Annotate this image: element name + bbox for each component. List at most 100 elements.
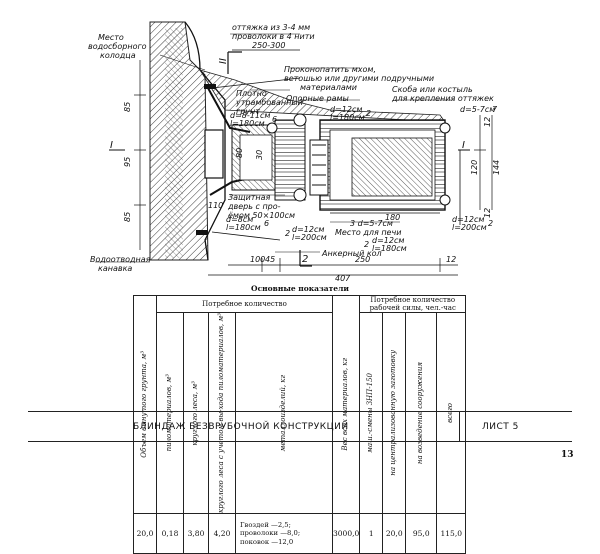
dim-250: 250 (355, 255, 370, 264)
tamped-label-3: грунт (236, 107, 260, 116)
dim-100: 100 (250, 255, 265, 264)
door-label-1: Защитная (228, 193, 271, 202)
build-value: 95,0 (405, 512, 438, 554)
dim-85-top: 85 (123, 102, 132, 112)
moss-label-2: ветошью или другими подручными (284, 74, 434, 83)
tamped-label-2: утрамбованный (235, 98, 303, 107)
well-place-label-2: водосборного (88, 42, 147, 51)
dim-250-300: 250-300 (252, 41, 285, 50)
dimension-lines (134, 49, 493, 276)
round-wood-total-header: круглого леса с учетом вы-хода пиломатер… (217, 313, 226, 513)
metal-nails: Гвоздей —2,5; (240, 520, 291, 529)
col-soil: Объем вынутого грунта, м³ (133, 295, 157, 514)
col-round-wood-total: круглого леса с учетом вы-хода пиломатер… (208, 312, 236, 514)
metal-wire: проволоки —8,0; (240, 529, 301, 538)
sheet-title: БЛИНДАЖ БЕЗВРУБОЧНОЙ КОНСТРУКЦИИ (133, 422, 349, 432)
dim-12-bottom: 12 (483, 208, 492, 218)
logs-c-d: d=5-7см (460, 105, 495, 114)
logs-c-n: 7 (492, 105, 498, 114)
entrance-frame (204, 113, 307, 202)
earth-wall (149, 21, 226, 261)
dim-12-right: 12 (446, 255, 456, 264)
machine-value: 1 (359, 512, 384, 554)
logs-e-n: 2 (285, 229, 290, 238)
logs-e-d: d=12см (292, 225, 324, 234)
tie-wires (196, 77, 301, 241)
section-marks (109, 51, 470, 267)
footer-rule-top (28, 411, 572, 412)
section-2-bottom: 2 (302, 254, 308, 265)
door-label-3: ёмом 50×100см (228, 211, 295, 220)
logs-b-l: l=180см (330, 113, 365, 122)
logs-g-d: d=12см (372, 236, 404, 245)
round-wood-header: круглого леса, м³ (191, 380, 200, 446)
col-build: на возведение сооружения (405, 312, 438, 514)
prep-value: 20,0 (382, 512, 407, 554)
sheet-number: ЛИСТ 5 (482, 422, 519, 432)
total-value: 115,0 (436, 512, 467, 554)
timber-value: 0,18 (156, 512, 184, 554)
col-weight: Вес всех материалов, кг (331, 295, 361, 514)
footer-divider (459, 411, 460, 441)
logs-h-n: 2 (488, 219, 493, 228)
col-machine: маш.-смены ЗНП-150 (359, 312, 384, 514)
dim-85-bottom: 85 (123, 212, 132, 222)
labor-header: Потребное количество рабочей силы, чел.-… (359, 295, 467, 313)
dim-95: 95 (123, 157, 132, 167)
metal-value: Гвоздей —2,5; проволоки —8,0; поковок —1… (235, 512, 333, 554)
col-metal: металлоизделий, кг (235, 312, 333, 514)
dim-144: 144 (492, 160, 501, 175)
ditch-label-1: Водоотводная (90, 255, 151, 264)
logs-d-d: d=8см (226, 215, 253, 224)
dim-407: 407 (335, 274, 351, 282)
moss-label-3: материалами (300, 83, 357, 92)
leader-lines (95, 33, 455, 263)
stove-label: Место для печи (335, 228, 401, 237)
frames-label: Опорные рамы (286, 94, 349, 103)
logs-b-d: d=12см (330, 105, 362, 114)
build-header: на возведение сооружения (416, 361, 425, 465)
well-place-label-3: колодца (100, 51, 136, 60)
section-I-right: I (462, 140, 465, 151)
tamped-label-1: Плотно (236, 89, 267, 98)
moss-label-1: Проконопатить мхом, (284, 65, 376, 74)
well-place-label-1: Место (98, 33, 124, 42)
col-total: всего (436, 312, 467, 514)
dim-30: 30 (255, 150, 264, 160)
logs-a-l: l=180см (230, 119, 265, 128)
logs-f-d: 3 d=5-7см (350, 219, 393, 228)
dim-45: 45 (265, 255, 275, 264)
section-I-left: I (110, 140, 113, 151)
door-label-2: дверь с про- (227, 202, 281, 211)
prep-header: на централизованную заготовку (389, 350, 398, 476)
logs-g-n: 2 (364, 240, 369, 249)
logs-h-d: d=12см (452, 215, 484, 224)
main-chamber (309, 119, 451, 211)
drain-tie-label-2: проволоки в 4 нити (232, 32, 315, 41)
logs-a-n: 6 (272, 115, 277, 124)
dim-180: 180 (385, 213, 400, 222)
section-II-top: II (218, 58, 229, 64)
logs-d-l: l=180см (226, 223, 261, 232)
metal-header: металлоизделий, кг (279, 374, 288, 452)
staple-label-2: для крепления оттяжек (391, 94, 494, 103)
dim-12-top: 12 (483, 117, 492, 127)
dugout-cross-section-drawing: оттяжка из 3-4 мм проволоки в 4 нити Мес… (88, 21, 501, 282)
metal-forgings: поковок —12,0 (240, 537, 294, 546)
col-prep: на централизованную заготовку (382, 312, 407, 514)
round-wood-total-value: 4,20 (208, 512, 236, 554)
page-number: 13 (561, 450, 574, 460)
need-qty-header: Потребное количество (156, 295, 333, 313)
logs-d-n: 6 (264, 219, 269, 228)
round-wood-value: 3,80 (183, 512, 209, 554)
logs-g-l: l=180см (372, 244, 407, 253)
logs-b-n: 2 (366, 109, 371, 118)
drain-tie-label-1: оттяжка из 3-4 мм (232, 23, 310, 32)
anchor-label: Анкерный кол (321, 249, 382, 258)
dim-110: 110 (208, 201, 223, 210)
footer-rule-bottom (28, 441, 572, 442)
weight-header: Вес всех материалов, кг (341, 358, 350, 451)
dim-80: 80 (235, 148, 244, 158)
weight-value: 3000,0 (331, 512, 361, 554)
logs-h-l: l=200см (452, 223, 487, 232)
